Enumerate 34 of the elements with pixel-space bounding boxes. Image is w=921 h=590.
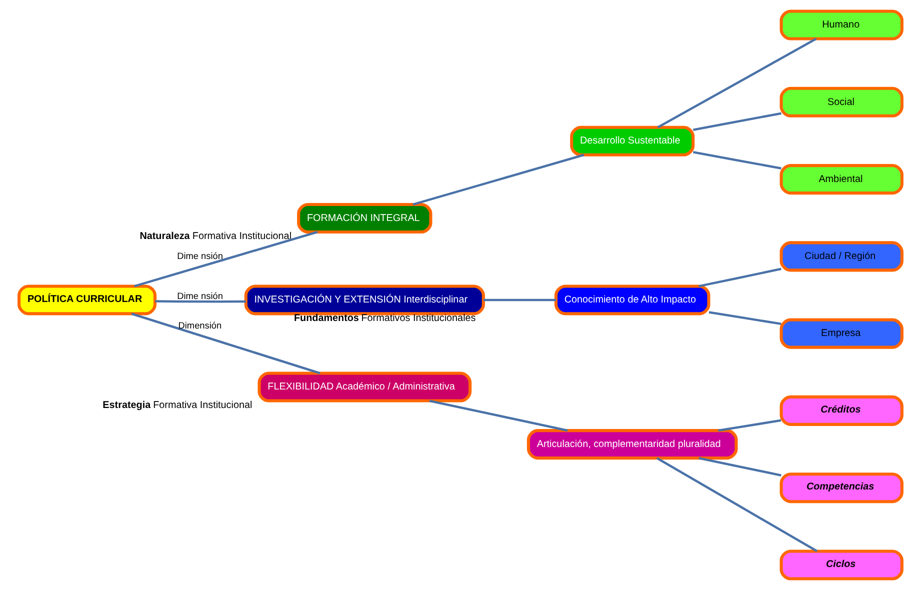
connector bbox=[429, 400, 568, 432]
node-box: Créditos bbox=[780, 395, 904, 426]
node-box: POLÍTICA CURRICULAR bbox=[18, 284, 157, 316]
node-box: Desarrollo Sustentable bbox=[570, 126, 695, 156]
edge-label: Dime nsión bbox=[177, 290, 223, 301]
connector bbox=[656, 457, 818, 552]
node-box: FORMACIÓN INTEGRAL bbox=[297, 202, 432, 234]
node-box: Competencias bbox=[780, 472, 904, 504]
node-box: Articulación, complementaridad pluralidad bbox=[526, 429, 738, 460]
node-box: Conocimiento de Alto Impacto bbox=[554, 284, 710, 316]
node-box: Social bbox=[780, 86, 904, 118]
connector bbox=[412, 154, 584, 206]
edge-label: Dime nsión bbox=[177, 251, 223, 262]
node-box: Humano bbox=[780, 10, 904, 40]
connector bbox=[484, 298, 556, 302]
connector bbox=[698, 456, 782, 476]
node-label: Fundamentos Formativos Institucionales bbox=[294, 312, 476, 324]
node-box: Ciclos bbox=[780, 550, 904, 580]
connector bbox=[155, 300, 246, 303]
node-box: FLEXIBILIDAD Académico / Administrativa bbox=[258, 372, 472, 402]
connector bbox=[134, 230, 318, 288]
connector bbox=[698, 268, 782, 288]
node-box: Ciudad / Región bbox=[780, 241, 904, 272]
connector bbox=[657, 38, 817, 128]
connector bbox=[131, 312, 320, 374]
connector bbox=[692, 151, 782, 170]
connector bbox=[708, 311, 782, 326]
node-box: Ambiental bbox=[780, 164, 904, 195]
node-label: Estrategia Formativa Institucional bbox=[102, 400, 252, 411]
node-box: Empresa bbox=[780, 318, 904, 349]
node-label: Naturaleza Formativa Institucional bbox=[140, 231, 292, 242]
connector bbox=[692, 112, 782, 131]
edge-label: Dimensión bbox=[178, 320, 222, 331]
connector bbox=[718, 419, 782, 432]
